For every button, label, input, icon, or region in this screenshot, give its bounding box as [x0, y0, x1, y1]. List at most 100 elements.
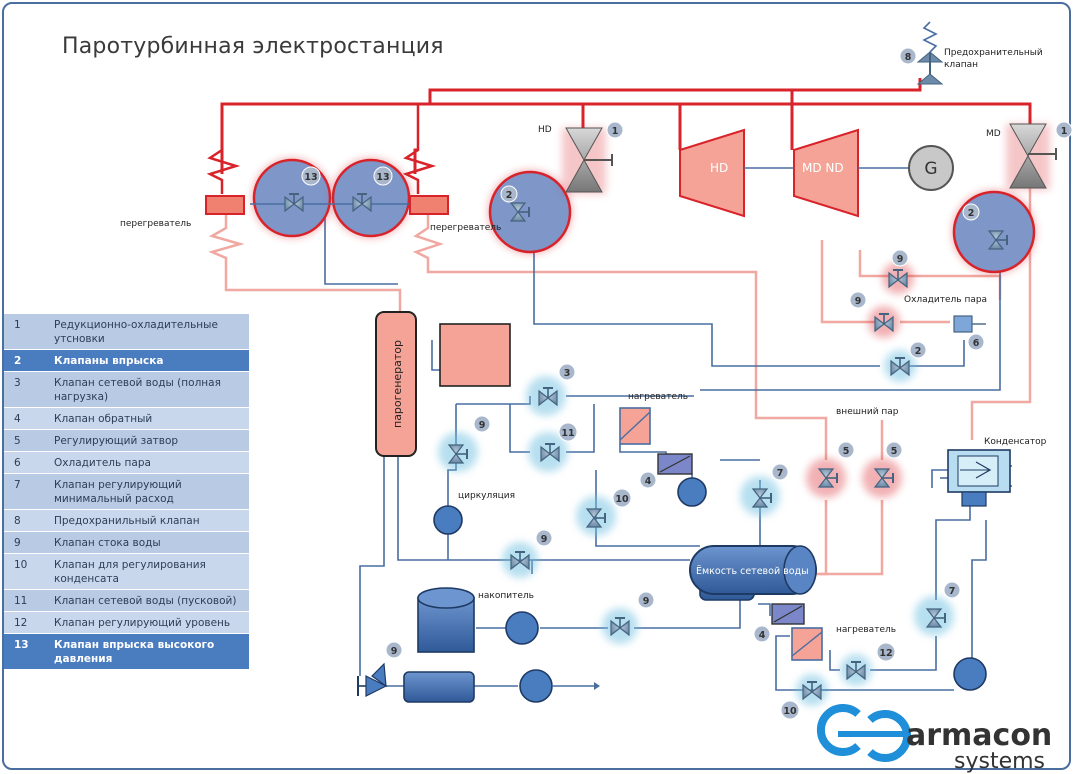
legend-number: 8 [4, 509, 50, 532]
svg-text:3: 3 [564, 368, 571, 379]
badge-6: 6 [967, 333, 985, 351]
valve-12 [840, 654, 872, 686]
valve-9-bottom-left [357, 662, 388, 697]
badge-4b: 4 [753, 625, 771, 643]
legend-number: 7 [4, 473, 50, 510]
logo-word-systems: systems [954, 749, 1045, 774]
svg-text:5: 5 [843, 446, 850, 457]
legend-number: 9 [4, 531, 50, 554]
svg-text:6: 6 [973, 338, 980, 349]
safety-valve-label-1: Предохранительный [944, 48, 1043, 58]
legend-text: Регулирующий затвор [50, 429, 249, 452]
svg-text:7: 7 [949, 586, 956, 597]
svg-text:9: 9 [855, 296, 862, 307]
logo-mark-right [867, 710, 912, 762]
page-title: Паротурбинная электростанция [62, 34, 444, 59]
legend-number: 5 [4, 429, 50, 452]
valve-7a [740, 476, 780, 516]
heater-top [619, 407, 651, 445]
safety-valve-8 [916, 21, 944, 85]
badge-10b: 10 [780, 700, 800, 720]
generator-label: G [924, 159, 937, 179]
valve-9-red-a [882, 262, 914, 294]
legend-number: 1 [4, 314, 50, 350]
badge-2a: 2 [500, 185, 518, 203]
badge-1b: 1 [1055, 121, 1073, 139]
badge-3: 3 [558, 363, 576, 381]
badge-9c: 9 [473, 415, 491, 433]
badge-5b: 5 [885, 441, 903, 459]
legend-text: Клапан сетевой воды (пусковой) [50, 589, 249, 612]
heater-bottom-label: нагреватель [836, 625, 896, 635]
superheater-right [409, 195, 449, 215]
badge-10a: 10 [612, 488, 632, 508]
safety-valve-label-2: клапан [944, 60, 978, 70]
svg-text:4: 4 [759, 630, 766, 641]
legend-number: 13 [4, 633, 50, 670]
legend-text: Клапан стока воды [50, 531, 249, 554]
badge-13b: 13 [373, 166, 393, 186]
turbine-mdnd-label: MD ND [802, 161, 844, 175]
valve-9-bottom [502, 542, 538, 578]
valve-2c [884, 350, 916, 382]
superheater-right-label: перегреватель [430, 223, 501, 233]
steam-cooler-6 [953, 315, 973, 333]
legend-text: Клапан обратный [50, 407, 249, 430]
legend-text: Клапан впрыска высокого давления [50, 633, 249, 670]
steam-lines [220, 78, 1032, 174]
svg-text:9: 9 [897, 254, 904, 265]
legend-number: 4 [4, 407, 50, 430]
badge-13a: 13 [301, 166, 321, 186]
legend-number: 12 [4, 611, 50, 634]
turbine-hd [679, 128, 745, 218]
injection-circle-13a [252, 158, 332, 238]
svg-text:10: 10 [783, 706, 797, 717]
prv-1b [1006, 123, 1057, 190]
logo-mark-left [816, 704, 861, 756]
svg-text:1: 1 [1061, 126, 1068, 137]
outlet-arrow [594, 682, 600, 690]
superheater-left-label: перегреватель [120, 219, 191, 229]
superheater-left [205, 195, 245, 215]
pump-tank [677, 477, 707, 507]
condenser [947, 449, 1011, 507]
md-valve-label: MD [986, 129, 1001, 139]
heater-top-label: нагреватель [628, 392, 688, 402]
badge-1a: 1 [606, 121, 624, 139]
tank-label: Ёмкость сетевой воды [696, 566, 809, 577]
coil-right [402, 104, 437, 194]
valve-5a [806, 458, 846, 498]
pump-bottom [519, 669, 553, 703]
svg-text:10: 10 [615, 494, 629, 505]
valve-9-acc [602, 608, 638, 644]
prv-1a [562, 127, 613, 194]
legend-number: 10 [4, 553, 50, 590]
svg-text:2: 2 [506, 190, 513, 201]
external-steam-label: внешний пар [836, 407, 899, 417]
check-valve-4a [657, 453, 693, 475]
svg-text:9: 9 [391, 646, 398, 657]
check-valve-4b [771, 603, 805, 625]
legend-text: Клапан сетевой воды (полная нагрузка) [50, 371, 249, 408]
badge-7b: 7 [943, 581, 961, 599]
valve-9-red-b [868, 306, 900, 338]
badge-9e: 9 [637, 591, 655, 609]
legend-text: Клапан для регулирования конденсата [50, 553, 249, 590]
valve-9-circ [438, 432, 478, 472]
legend-text: Редукционно-охладительные утсновки [50, 314, 249, 350]
badge-4a: 4 [639, 471, 657, 489]
legend-number: 3 [4, 371, 50, 408]
generator [908, 145, 954, 191]
legend-text: Клапаны впрыска [50, 349, 249, 372]
hd-valve-label: HD [538, 125, 552, 135]
return-lines [208, 186, 1032, 576]
valve-3 [526, 376, 566, 416]
